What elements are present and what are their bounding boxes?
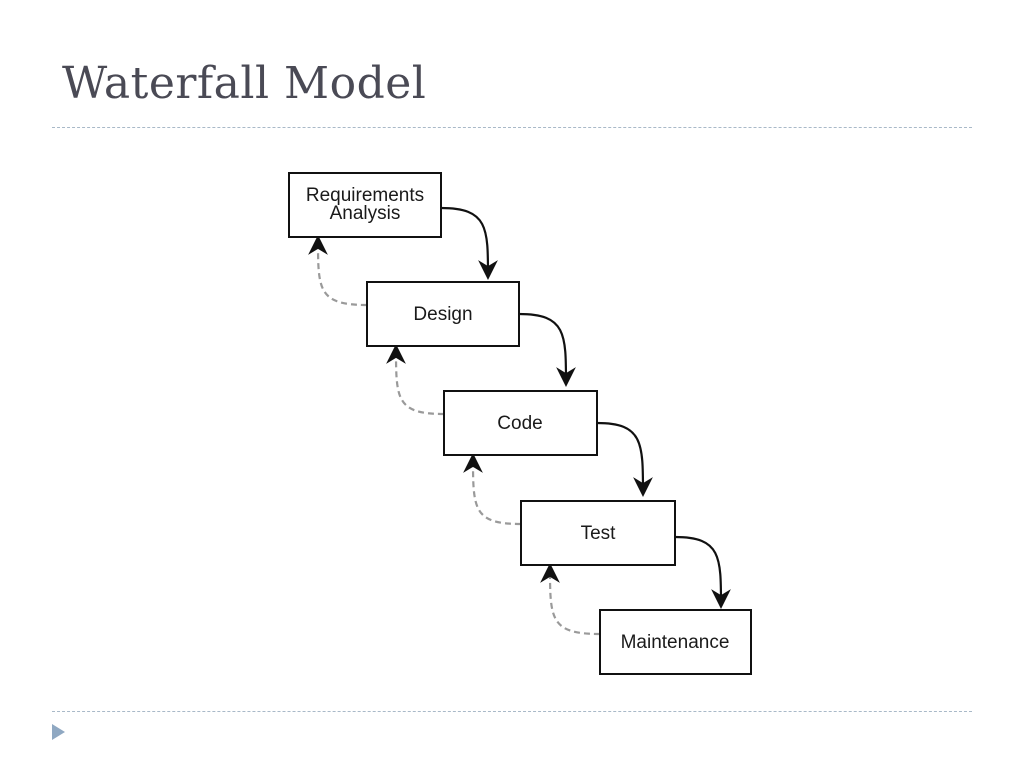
feedback-arrow-2 <box>386 344 445 416</box>
phase-label-maintenance: Maintenance <box>621 632 730 653</box>
phase-box-code: Code <box>443 390 598 456</box>
phase-box-requirements-analysis: Requirements Analysis <box>288 172 442 238</box>
forward-arrow-3 <box>596 421 653 497</box>
feedback-arrow-4 <box>540 563 601 636</box>
footer-divider <box>52 711 972 712</box>
title-divider <box>52 127 972 128</box>
phase-box-maintenance: Maintenance <box>599 609 752 675</box>
slide-title: Waterfall Model <box>62 58 427 109</box>
phase-label-requirements: Requirements <box>306 185 424 206</box>
phase-label-design: Design <box>413 304 472 325</box>
forward-arrow-1 <box>440 206 498 280</box>
phase-label-test: Test <box>581 523 617 544</box>
feedback-arrow-3 <box>463 453 522 526</box>
forward-arrow-4 <box>674 535 731 609</box>
forward-arrow-2 <box>518 312 576 387</box>
phase-label-code: Code <box>497 413 542 434</box>
phase-box-test: Test <box>520 500 676 566</box>
feedback-arrow-1 <box>308 235 368 307</box>
phase-label-analysis: Analysis <box>330 203 401 224</box>
triangle-bullet-icon <box>52 724 65 740</box>
phase-box-design: Design <box>366 281 520 347</box>
